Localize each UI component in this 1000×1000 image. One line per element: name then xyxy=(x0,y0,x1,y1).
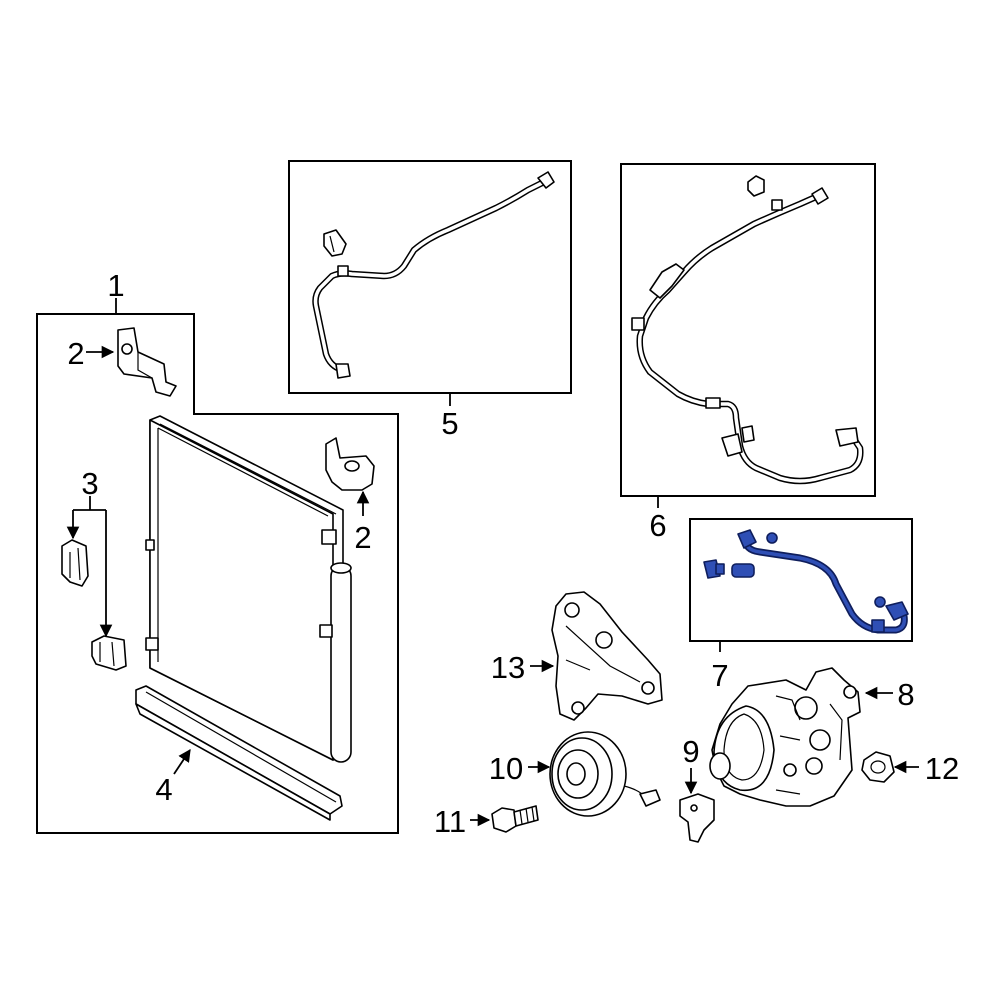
callout-4-leader xyxy=(173,748,191,775)
callout-3: 3 xyxy=(81,466,98,501)
discharge-hose[interactable] xyxy=(631,187,864,485)
liquid-line-hose[interactable] xyxy=(737,529,909,634)
compressor-mount-bracket[interactable] xyxy=(551,591,663,721)
callout-5: 5 xyxy=(441,406,458,441)
callout-8: 8 xyxy=(897,677,914,712)
service-valve-cap[interactable] xyxy=(731,563,755,578)
suction-line-cap[interactable] xyxy=(323,229,347,257)
upper-bracket-left[interactable] xyxy=(117,327,177,397)
callout-7: 7 xyxy=(711,658,728,693)
receiver-drier[interactable] xyxy=(330,562,352,763)
suction-hose[interactable] xyxy=(312,171,555,379)
callout-4: 4 xyxy=(155,772,172,807)
compressor-nut[interactable] xyxy=(861,751,895,783)
ac-compressor[interactable] xyxy=(709,667,861,807)
liquid-line-group: 7 xyxy=(689,518,913,693)
callout-11: 11 xyxy=(434,804,466,839)
wire-harness-bracket[interactable] xyxy=(679,793,715,843)
discharge-line-cap[interactable] xyxy=(747,175,765,197)
suction-line-frame xyxy=(288,160,572,394)
clutch-bolt[interactable] xyxy=(491,805,539,833)
callout-1: 1 xyxy=(107,268,124,303)
core-clip-left-upper xyxy=(145,539,155,551)
side-mount-bracket-lower[interactable] xyxy=(91,635,127,671)
pressure-switch[interactable] xyxy=(703,559,725,579)
side-mount-bracket-upper[interactable] xyxy=(61,539,89,587)
compressor-clutch[interactable] xyxy=(549,731,661,817)
discharge-line-frame xyxy=(620,163,876,497)
callout-10: 10 xyxy=(489,751,523,786)
discharge-line-group: 6 xyxy=(620,163,876,543)
callout-2b: 2 xyxy=(354,520,371,555)
upper-bracket-right[interactable] xyxy=(325,437,375,491)
callout-2a: 2 xyxy=(67,336,84,371)
liquid-line-oring-upper[interactable] xyxy=(766,532,778,544)
callout-9: 9 xyxy=(682,734,699,769)
condenser-group-frame xyxy=(36,313,399,834)
callout-6: 6 xyxy=(649,508,666,543)
condenser-group: 1 2 2 3 4 xyxy=(36,268,399,834)
callout-13: 13 xyxy=(491,650,525,685)
condenser-core[interactable] xyxy=(149,415,344,761)
core-clip-upper xyxy=(321,529,337,545)
callout-12: 12 xyxy=(925,751,959,786)
lower-seal[interactable] xyxy=(135,685,343,821)
liquid-line-oring-lower[interactable] xyxy=(874,596,886,608)
core-clip-lower xyxy=(319,624,333,638)
liquid-line-frame xyxy=(689,518,913,642)
suction-line-group: 5 xyxy=(288,160,572,441)
core-clip-left xyxy=(145,637,159,651)
